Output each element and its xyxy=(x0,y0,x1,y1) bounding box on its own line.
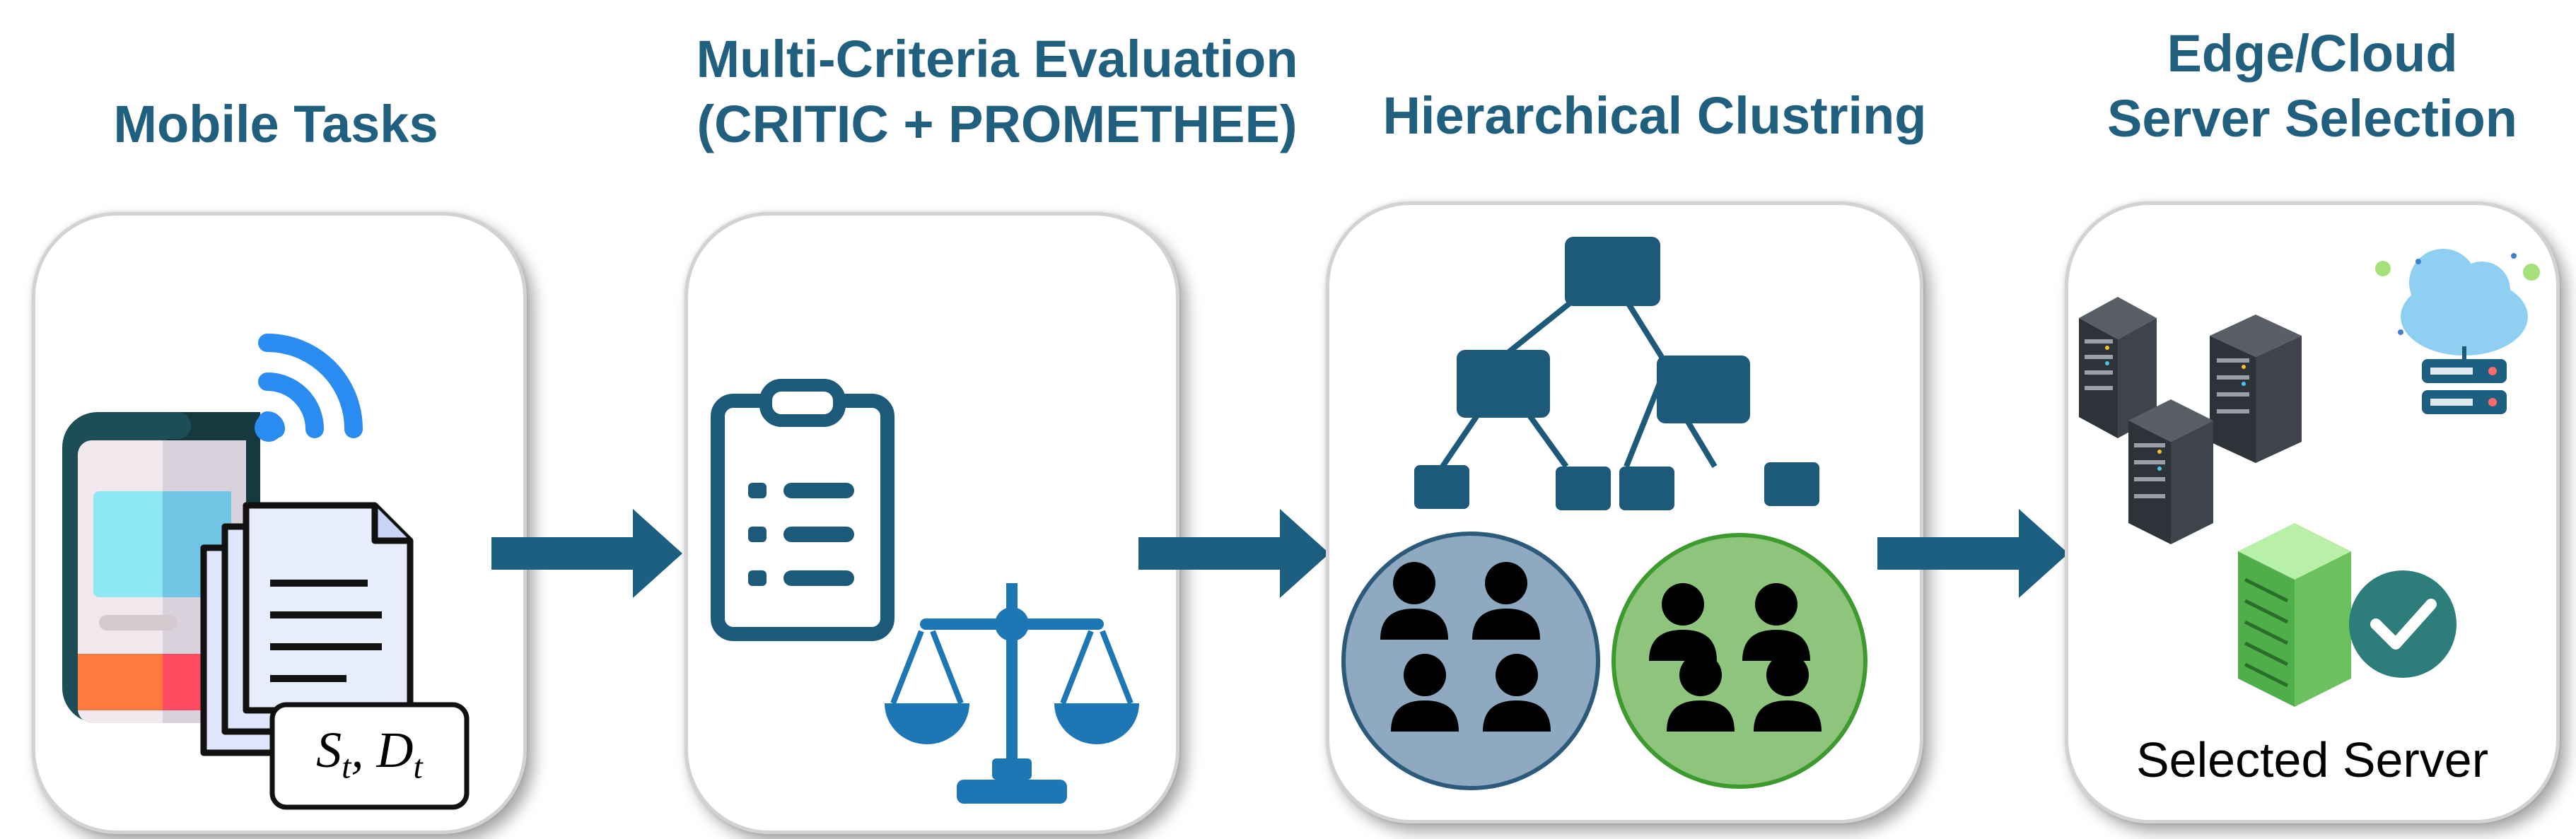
selected-server-label: Selected Server xyxy=(2135,732,2489,787)
state-subscript: t xyxy=(342,748,351,786)
stage-4-title-line-2: Server Selection xyxy=(2107,89,2517,148)
flow-arrow-1 xyxy=(491,509,682,598)
demand-symbol: D xyxy=(376,722,414,778)
stage-1-title-line-1: Mobile Tasks xyxy=(113,95,438,153)
selected-server-check-icon xyxy=(2238,523,2456,707)
hierarchical-clustering-card xyxy=(1326,201,1923,823)
stage-1-title: Mobile Tasks xyxy=(42,92,509,157)
task-state-label: St, Dt xyxy=(272,721,467,786)
stage-3-title-line-1: Hierarchical Clustring xyxy=(1382,86,1927,145)
document-stack-icon xyxy=(200,502,414,756)
clipboard-checklist-icon xyxy=(711,379,894,641)
stage-2-title: Multi-Criteria Evaluation (CRITIC + PROM… xyxy=(622,27,1372,157)
multi-criteria-card xyxy=(684,212,1179,834)
balance-scale-icon xyxy=(885,583,1139,804)
demand-subscript: t xyxy=(413,748,423,786)
people-group-icon xyxy=(1380,562,1822,732)
flow-arrow-2 xyxy=(1138,509,1329,598)
cloud-server-icon xyxy=(2375,249,2540,414)
label-separator: , xyxy=(351,722,377,778)
stage-4-title: Edge/Cloud Server Selection xyxy=(2051,21,2574,151)
mobile-tasks-card: St, Dt xyxy=(32,212,527,834)
state-symbol: S xyxy=(316,722,342,778)
tree-hierarchy-icon xyxy=(1414,237,1819,510)
stage-2-title-line-2: (CRITIC + PROMETHEE) xyxy=(697,95,1298,153)
cluster-circle-left xyxy=(1341,532,1600,790)
stage-2-title-line-1: Multi-Criteria Evaluation xyxy=(696,30,1298,88)
stage-4-title-line-1: Edge/Cloud xyxy=(2167,24,2458,83)
server-selection-card: Selected Server xyxy=(2065,201,2560,823)
server-tower-icon xyxy=(2079,297,2302,544)
wifi-icon xyxy=(258,334,363,438)
flow-arrow-3 xyxy=(1877,509,2068,598)
stage-3-title: Hierarchical Clustring xyxy=(1315,83,1994,148)
